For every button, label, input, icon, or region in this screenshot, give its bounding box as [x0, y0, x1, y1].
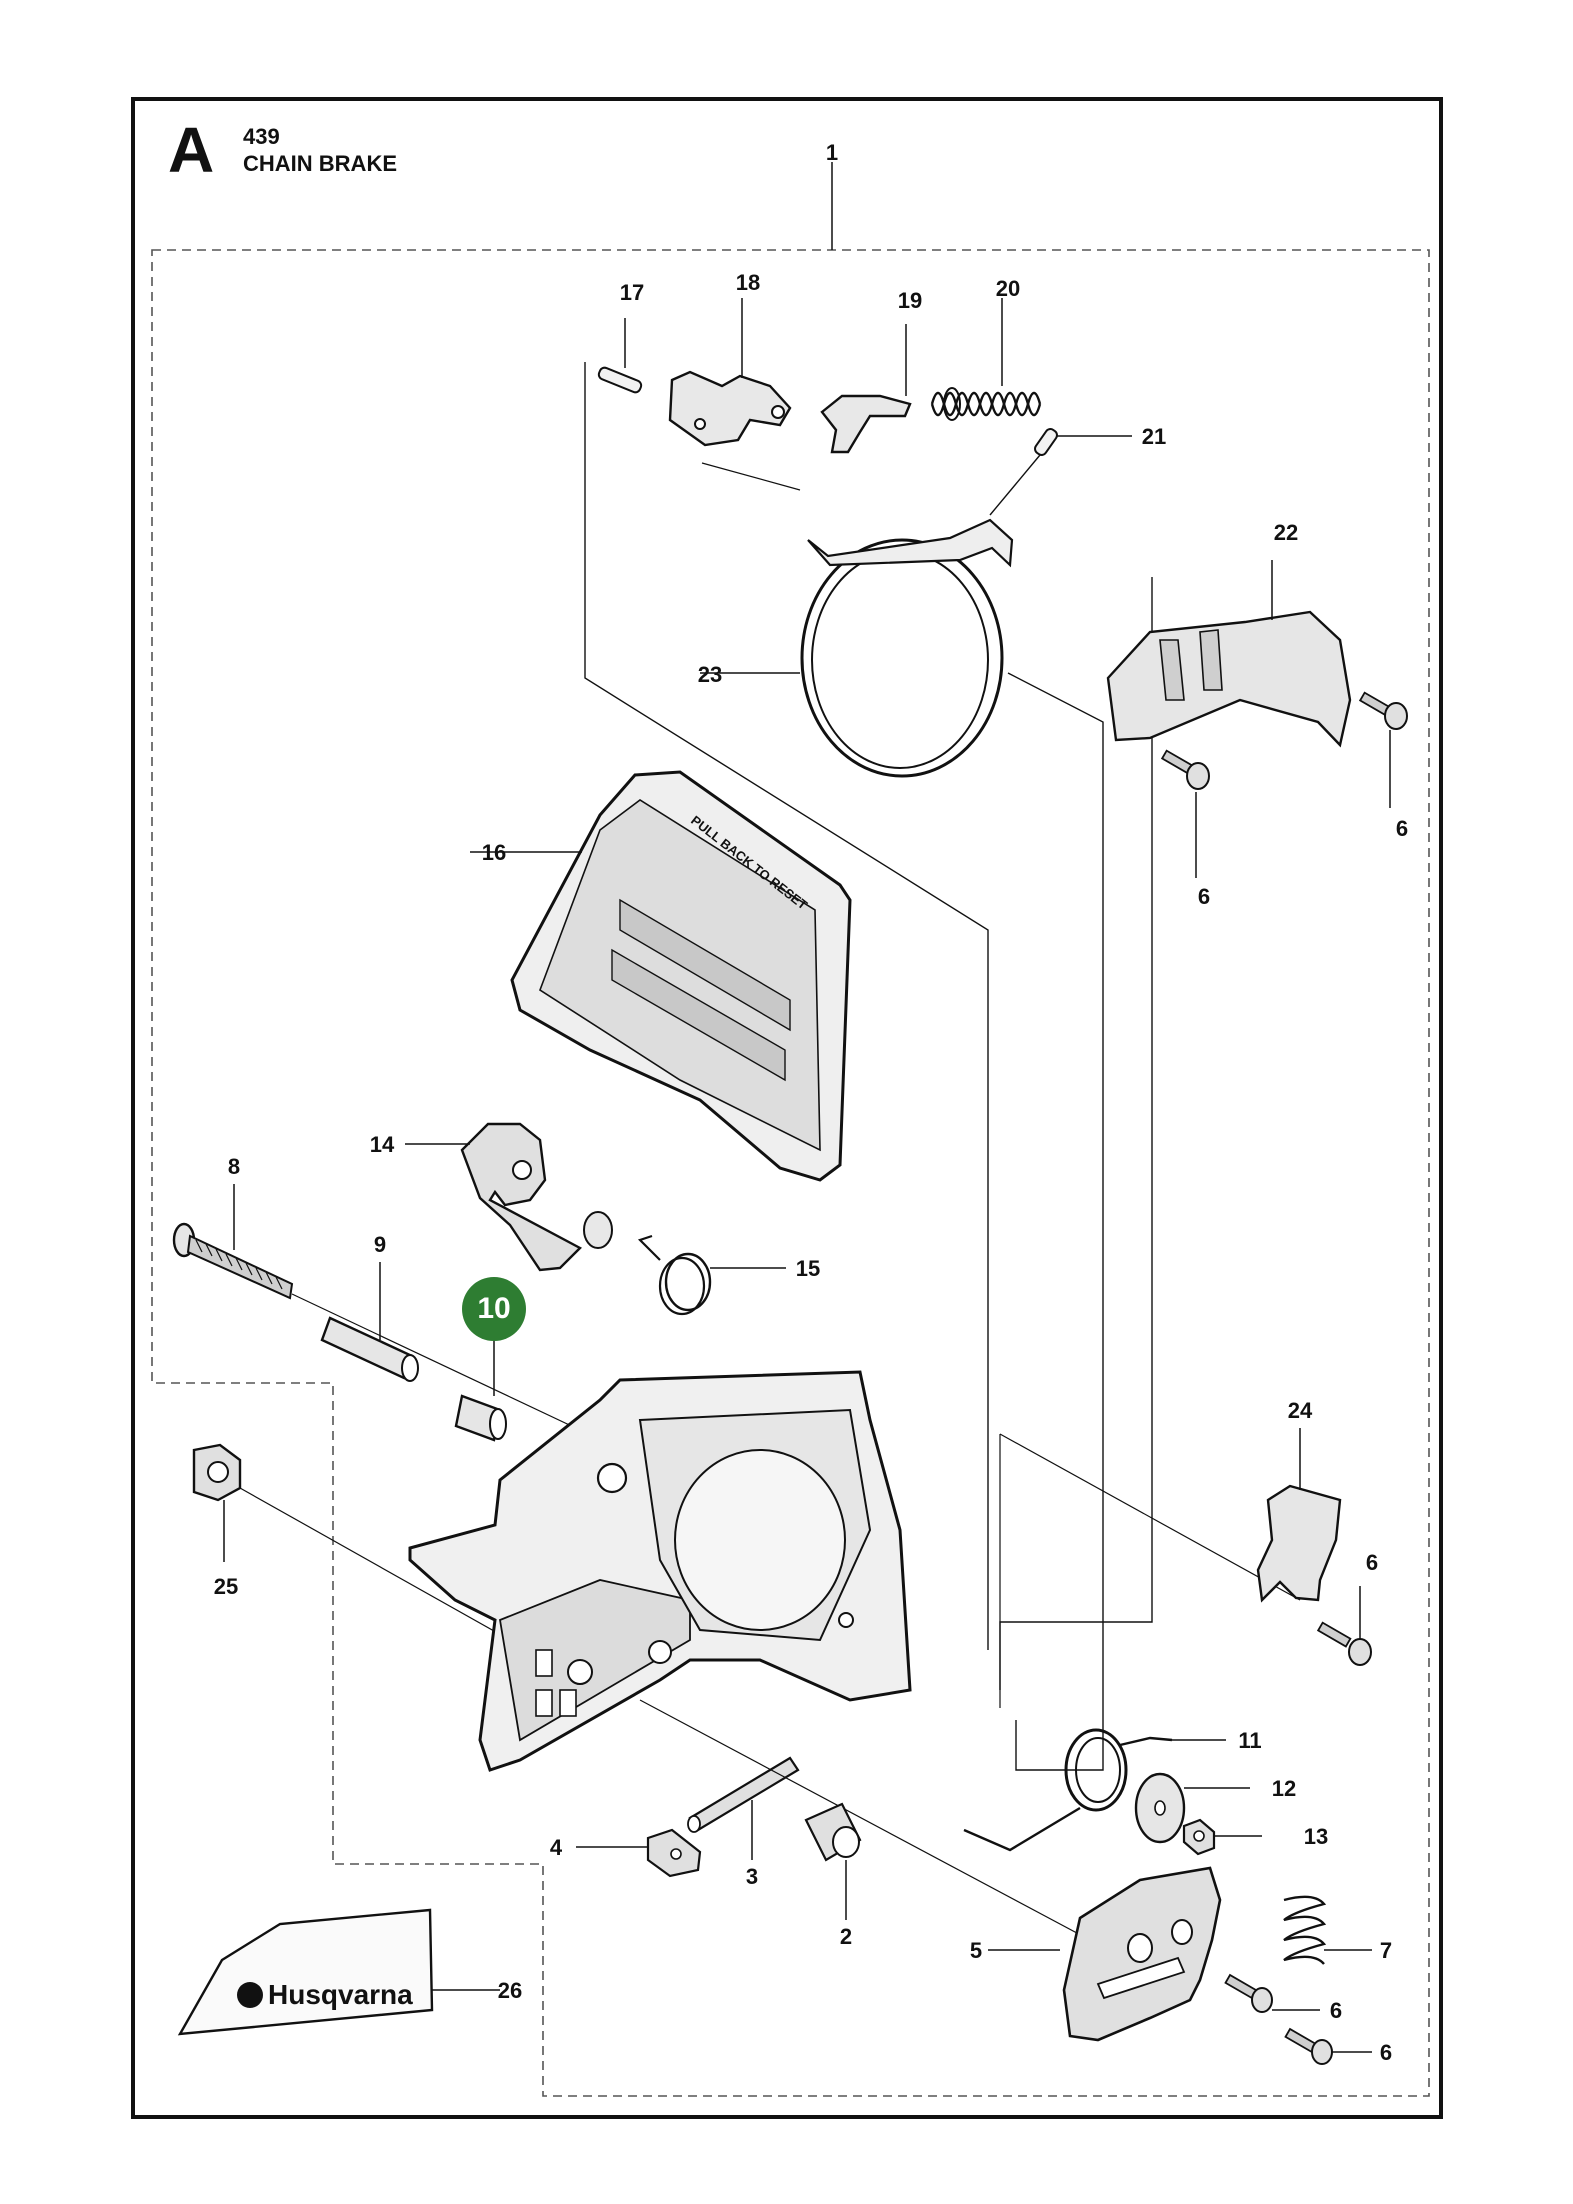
- axis-line-top: [701, 462, 801, 491]
- label-10-highlighted: 10: [477, 1292, 510, 1325]
- main-brake-housing: [408, 1370, 912, 1772]
- part-19-latch: [820, 324, 912, 454]
- label-5: 5: [970, 1938, 982, 1963]
- part-6-screw-top-mid: [1160, 749, 1210, 878]
- part-20-spring: [930, 298, 1042, 421]
- axis-line-24: [999, 1433, 1301, 1601]
- part-5-cover-plate: [988, 1866, 1222, 2042]
- diagram-title: CHAIN BRAKE: [243, 151, 397, 176]
- part-2-bushing: [804, 1802, 862, 1920]
- part-16-brake-handle: PULL BACK TO RESET: [470, 770, 852, 1182]
- part-13-nut: [1182, 1818, 1262, 1856]
- label-1: 1: [826, 140, 838, 165]
- label-4: 4: [550, 1835, 563, 1860]
- part-14-trigger-lever: [405, 1122, 613, 1272]
- part-22-guard: [1106, 560, 1352, 748]
- label-15: 15: [796, 1256, 820, 1281]
- part-10-highlight-badge: [462, 1277, 526, 1341]
- part-6-screw-top-right: [1358, 691, 1408, 808]
- label-12: 12: [1272, 1776, 1296, 1801]
- label-14: 14: [370, 1132, 395, 1157]
- label-11: 11: [1238, 1728, 1261, 1753]
- part-23-brake-band: [700, 518, 1014, 778]
- label-9: 9: [374, 1232, 386, 1257]
- label-8: 8: [228, 1154, 240, 1179]
- bracket-line-mid: [1007, 672, 1104, 1771]
- part-10-bushing: [454, 1340, 507, 1442]
- part-6-screw-5b: [1284, 2027, 1372, 2065]
- label-22: 22: [1274, 520, 1298, 545]
- part-11-spring: [963, 1728, 1226, 1852]
- label-20: 20: [996, 276, 1020, 301]
- part-4-clip: [576, 1828, 702, 1878]
- label-21: 21: [1142, 424, 1166, 449]
- part-6-screw-5a: [1224, 1973, 1320, 2013]
- label-6-5a: 6: [1330, 1998, 1342, 2023]
- label-2: 2: [840, 1924, 852, 1949]
- assembly-1-boundary: [151, 249, 1430, 2097]
- bracket-line-right: [999, 577, 1153, 1690]
- outer-frame: [131, 97, 1443, 2119]
- label-6-5b: 6: [1380, 2040, 1392, 2065]
- bracket-line-top: [584, 362, 989, 1650]
- part-3-pin: [639, 1699, 1091, 1941]
- part-17-pin: [597, 318, 643, 394]
- part-21-pin: [989, 428, 1132, 516]
- label-24: 24: [1288, 1398, 1313, 1423]
- part-8-bolt: [172, 1184, 581, 1431]
- label-19: 19: [898, 288, 922, 313]
- label-16: 16: [482, 840, 506, 865]
- label-6-24: 6: [1366, 1550, 1378, 1575]
- part-26-brand-sticker: Husqvarna: [177, 1908, 500, 2036]
- part-6-screw-24: [1316, 1586, 1372, 1666]
- label-13: 13: [1304, 1824, 1328, 1849]
- part-7-spring: [1283, 1895, 1372, 1965]
- label-18: 18: [736, 270, 760, 295]
- part-9-sleeve: [320, 1262, 419, 1382]
- sticker-brand-text: Husqvarna: [268, 1979, 413, 2010]
- label-23: 23: [698, 662, 722, 687]
- model-number: 439: [243, 124, 280, 149]
- label-6-top-mid: 6: [1198, 884, 1210, 909]
- part-12-washer: [1134, 1772, 1250, 1844]
- label-25: 25: [214, 1574, 238, 1599]
- part-number-labels: 1 2 3 4 5 6 6 6 6 6 7 8 9 10 11 12 13 14…: [214, 140, 1408, 2065]
- label-3: 3: [746, 1864, 758, 1889]
- part-15-torsion-spring: [637, 1234, 786, 1316]
- label-17: 17: [620, 280, 644, 305]
- part-25-flange-nut: [192, 1443, 511, 1641]
- label-6-top-right: 6: [1396, 816, 1408, 841]
- label-26: 26: [498, 1978, 522, 2003]
- part-18-lever: [668, 298, 792, 447]
- section-letter: A: [168, 114, 215, 186]
- label-7: 7: [1380, 1938, 1392, 1963]
- part-24-cover: [1256, 1428, 1342, 1603]
